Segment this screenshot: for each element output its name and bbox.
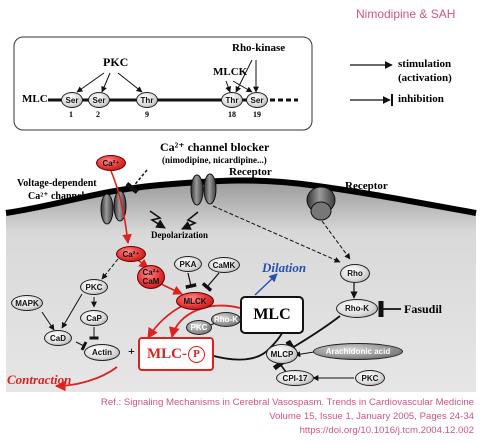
camk-node: CaMK: [208, 257, 240, 273]
pka-node: PKA: [174, 256, 202, 272]
receptor1-to-rho: [212, 205, 341, 263]
site-num-18: 18: [228, 110, 236, 119]
site-ser-1: Ser: [61, 92, 83, 108]
vdcc-label-2: Ca²⁺ channel: [28, 191, 85, 202]
pkc-arrow-ser1: [76, 72, 105, 93]
rho-k-small-node: Rho-K: [211, 312, 241, 327]
legend-stimulation: stimulation: [398, 58, 452, 70]
phosphate-circle: P: [188, 345, 205, 363]
phospho-mlck-label: MLCK: [213, 66, 248, 78]
mapk-node: MAPK: [11, 295, 43, 311]
pkc-to-cad: [61, 293, 83, 329]
cell-membrane: [5, 177, 477, 216]
ca-channel-blocker-label: Ca²⁺ channel blocker: [160, 140, 270, 154]
rho-node: Rho: [340, 264, 370, 283]
mlc-p-text: MLC-: [147, 345, 187, 362]
dilation-arrow: [254, 273, 278, 296]
reference-line-3: https://doi.org/10.1016/j.tcm.2004.12.00…: [299, 425, 474, 436]
cell-body: [6, 180, 476, 392]
pkc-arrow-ser2: [101, 72, 111, 93]
mlck-node: MLCK: [176, 292, 214, 310]
phospho-rho-kinase-label: Rho-kinase: [232, 42, 286, 54]
arachidonic-acid-node: Arachidonic acid: [313, 343, 403, 360]
site-num-9: 9: [145, 110, 149, 119]
ca-calmodulin-node: Ca²⁺ CaM: [137, 265, 165, 289]
pkc-arrow-thr9: [117, 72, 143, 93]
cpi17-node: CPI-17: [276, 370, 314, 386]
ca-influx-arrow: [110, 170, 132, 244]
receptor-2-label: Receptor: [345, 180, 388, 192]
contraction-arrow: [54, 366, 118, 392]
dilation-label: Dilation: [262, 260, 307, 275]
site-thr-9: Thr: [136, 92, 158, 108]
vdcc-label-1: Voltage-dependent: [17, 178, 97, 189]
mlc-box: MLC: [240, 296, 304, 334]
site-num-2: 2: [96, 110, 100, 119]
mapk-to-cad: [41, 311, 55, 331]
reference-line-2: Volume 15, Issue 1, January 2005, Pages …: [269, 411, 474, 422]
site-ser-19: Ser: [246, 92, 268, 108]
pkc-right-node: PKC: [355, 370, 385, 386]
ca-intracellular-node: Ca²⁺: [116, 246, 146, 262]
receptor-1-shape: [190, 173, 217, 206]
plus-sign: +: [128, 344, 135, 358]
pkc-left-node: PKC: [80, 279, 108, 295]
cad-to-actin: [75, 341, 88, 351]
contraction-label: Contraction: [7, 372, 72, 387]
mlc-to-mlc-p-arrow: [169, 304, 241, 339]
receptor-2-shape: [306, 186, 336, 221]
pkc-mid-node: PKC: [186, 320, 212, 335]
mlck-arrow-thr18: [225, 80, 231, 93]
mlcp-node: MLCP: [266, 344, 298, 364]
ca-to-pkc-arrow: [101, 258, 119, 280]
rhok-arrow-thr18: [235, 59, 253, 93]
fasudil-label: Fasudil: [404, 302, 443, 316]
reference-line-1: Ref.: Signaling Mechanisms in Cerebral V…: [100, 397, 474, 408]
actin-node: Actin: [84, 344, 120, 361]
site-num-1: 1: [69, 110, 73, 119]
cad-node: CaD: [44, 330, 72, 346]
cap-node: CaP: [80, 310, 108, 326]
phospho-pkc-label: PKC: [103, 55, 129, 69]
phospho-mlc-label: MLC: [22, 93, 48, 105]
receptor2-to-rho: [321, 220, 351, 260]
site-ser-2: Ser: [88, 92, 110, 108]
receptor-1-label: Receptor: [229, 166, 272, 178]
arachidonic-to-mlcp: [294, 351, 315, 358]
pka-inhibits-mlck: [185, 272, 197, 289]
mlck-arrow-ser19: [232, 80, 253, 93]
depolarization-bolt: [149, 210, 166, 229]
site-thr-18: Thr: [221, 92, 243, 108]
depolarization-label: Depolarization: [151, 230, 208, 240]
legend-activation: (activation): [398, 72, 452, 84]
cacam-to-mlck-arrow: [160, 283, 183, 295]
camk-inhibits-mlck: [201, 272, 220, 292]
mlc-p-box: MLC- P: [138, 337, 214, 371]
blocker-examples-label: (nimodipine, nicardipine...): [162, 155, 267, 165]
header-title: Nimodipine & SAH: [356, 7, 456, 21]
blocker-inhibition-arrow: [125, 169, 148, 195]
rhok-inhibits-mlcp: [285, 315, 341, 357]
legend-inhibition: inhibition: [398, 93, 444, 105]
site-num-19: 19: [253, 110, 261, 119]
rho-k-node: Rho-K: [336, 299, 378, 318]
ca-extracellular-node: Ca²⁺: [96, 155, 126, 171]
